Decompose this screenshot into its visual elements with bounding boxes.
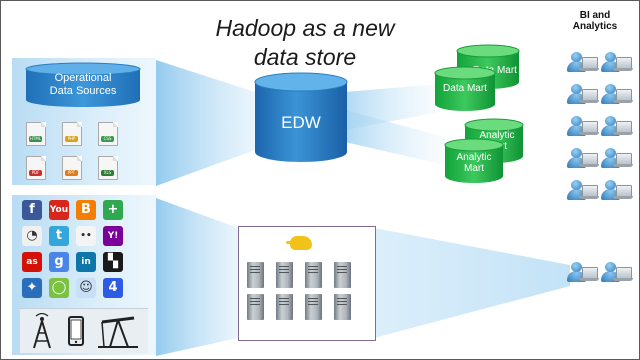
page-title: Hadoop as a new data store xyxy=(215,15,395,70)
user-icon xyxy=(566,84,588,104)
analytic-mart-front-label: Analytic Mart xyxy=(456,152,492,174)
css-file-icon: CSS xyxy=(98,122,118,146)
laptop-icon xyxy=(613,57,633,71)
laptop-icon xyxy=(613,121,633,135)
server-icon xyxy=(334,262,351,288)
user-icon xyxy=(600,52,622,72)
checker-icon: ▚ xyxy=(103,252,123,272)
server-icon xyxy=(276,262,293,288)
ppt-file-icon: PPT xyxy=(62,156,82,180)
pdf-file-icon: PDF xyxy=(26,156,46,180)
beam-hadoop-to-bi xyxy=(374,228,570,338)
user-icon xyxy=(566,180,588,200)
laptop-icon xyxy=(579,267,599,281)
laptop-icon xyxy=(579,153,599,167)
server-icon xyxy=(247,294,264,320)
data-mart-front-cylinder xyxy=(434,66,496,111)
laptop-icon xyxy=(613,185,633,199)
cell-tower-icon xyxy=(33,313,51,349)
operational-data-sources-label: Operational Data Sources xyxy=(49,72,117,97)
reddit-icon: ☺ xyxy=(76,278,96,298)
edw-cylinder xyxy=(254,72,348,162)
data-mart-back-label: Data Mart xyxy=(473,65,517,76)
php-file-icon: PHP xyxy=(62,122,82,146)
laptop-icon xyxy=(579,89,599,103)
myspace-icon: ✦ xyxy=(22,278,42,298)
user-icon xyxy=(600,116,622,136)
facebook-icon: f xyxy=(22,200,42,220)
blogger-icon: B xyxy=(76,200,96,220)
yahoo-icon: Y! xyxy=(103,226,123,246)
bi-analytics-heading: BI and Analytics xyxy=(572,10,618,32)
user-icon xyxy=(600,180,622,200)
lastfm-icon: as xyxy=(22,252,42,272)
foursquare-icon: 4 xyxy=(103,278,123,298)
beam-social-to-hadoop xyxy=(156,198,238,356)
laptop-icon xyxy=(579,57,599,71)
server-icon xyxy=(305,294,322,320)
user-icon xyxy=(600,262,622,282)
youtube-icon: You xyxy=(49,200,69,220)
server-icon xyxy=(276,294,293,320)
file-type-tag: PPT xyxy=(65,170,78,176)
smartphone-icon xyxy=(68,316,84,346)
user-icon xyxy=(566,116,588,136)
beam-sources-to-edw xyxy=(156,60,255,186)
edw-label: EDW xyxy=(281,113,321,132)
picasa-icon: ◔ xyxy=(22,226,42,246)
user-icon xyxy=(600,84,622,104)
file-type-tag: HTML xyxy=(29,136,42,142)
flickr-icon: •• xyxy=(76,226,96,246)
user-icon xyxy=(566,148,588,168)
user-icon xyxy=(566,52,588,72)
laptop-icon xyxy=(579,185,599,199)
twitter-icon: t xyxy=(49,226,69,246)
oil-pump-icon xyxy=(98,316,138,348)
chat-icon: ◯ xyxy=(49,278,69,298)
hadoop-elephant-icon xyxy=(286,236,312,250)
file-type-tag: XLS xyxy=(101,170,114,176)
file-type-tag: PHP xyxy=(65,136,78,142)
server-icon xyxy=(334,294,351,320)
file-type-tag: PDF xyxy=(29,170,42,176)
file-type-tag: CSS xyxy=(101,136,114,142)
linkedin-icon: in xyxy=(76,252,96,272)
laptop-icon xyxy=(613,267,633,281)
user-icon xyxy=(600,148,622,168)
server-icon xyxy=(305,262,322,288)
user-icon xyxy=(566,262,588,282)
laptop-icon xyxy=(579,121,599,135)
laptop-icon xyxy=(613,153,633,167)
data-mart-front-label: Data Mart xyxy=(443,83,487,94)
analytic-mart-front-cylinder xyxy=(444,138,504,183)
google-plus-icon: + xyxy=(103,200,123,220)
beam-edw-to-analytic xyxy=(345,110,445,165)
xls-file-icon: XLS xyxy=(98,156,118,180)
html-file-icon: HTML xyxy=(26,122,46,146)
server-icon xyxy=(247,262,264,288)
google-icon: g xyxy=(49,252,69,272)
laptop-icon xyxy=(613,89,633,103)
operational-data-sources-cylinder xyxy=(25,62,141,107)
